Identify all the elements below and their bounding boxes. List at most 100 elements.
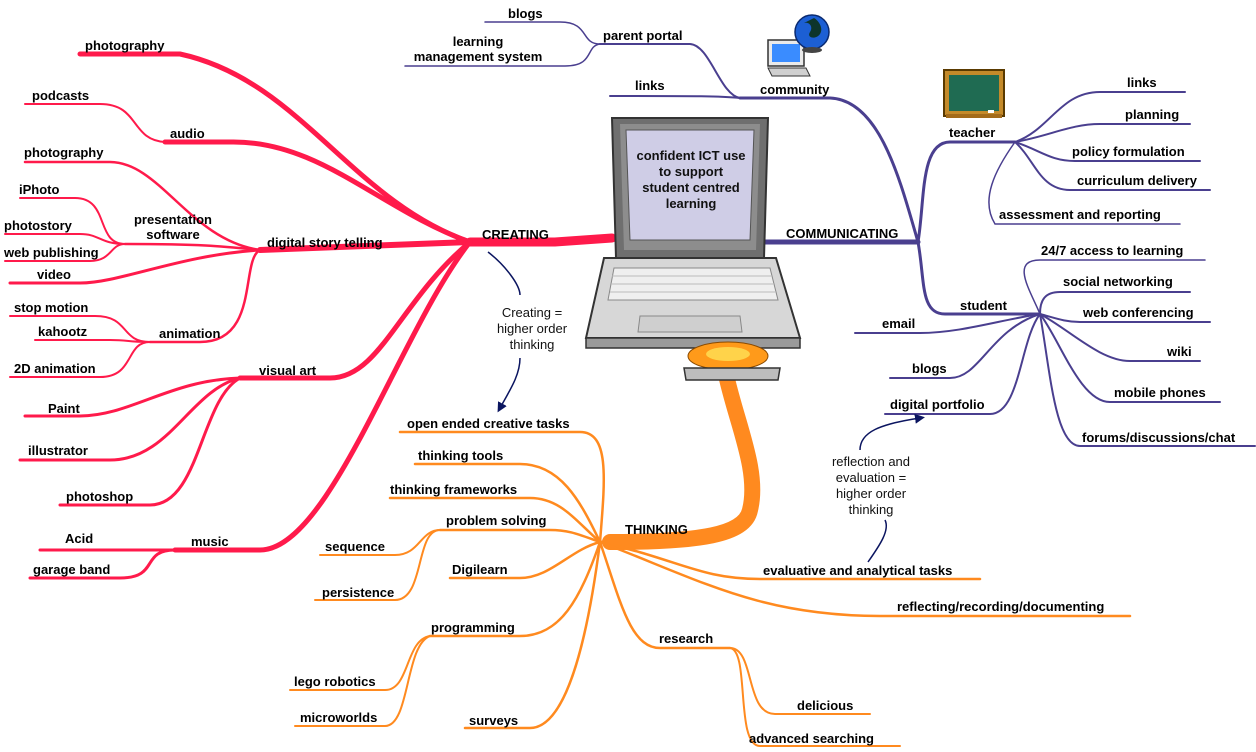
node-wiki: wiki — [1167, 344, 1192, 359]
edge-open-ended — [398, 430, 605, 544]
lms-line-1: learning — [452, 34, 504, 49]
edge-links — [1014, 91, 1186, 143]
node-open-ended: open ended creative tasks — [407, 416, 570, 431]
edge-kahootz — [34, 339, 151, 343]
edge-visual-art — [237, 239, 473, 381]
node-surveys: surveys — [469, 713, 519, 728]
edge-planning — [1014, 123, 1191, 143]
node-garage-band: garage band — [33, 562, 111, 577]
creating-label: CREATING — [482, 227, 549, 242]
edge-teacher — [916, 140, 1017, 244]
node-evaluative: evaluative and analytical tasks — [763, 563, 953, 578]
creating-note-arrow-top — [487, 251, 521, 296]
node-assessment-reporting: assessment and reporting — [999, 207, 1161, 222]
node-programming: programming — [431, 620, 515, 635]
lms-line-2: management system — [413, 49, 543, 64]
thinking-label: THINKING — [625, 522, 688, 537]
edge-problem-solving — [438, 528, 602, 544]
edge-curriculum — [1014, 141, 1211, 191]
edge-access — [1023, 259, 1206, 315]
node-blogs-top: blogs — [508, 6, 543, 21]
node-web-publishing: web publishing — [4, 245, 99, 260]
edge-photoshop — [58, 376, 242, 507]
thinking-main-connector — [602, 362, 761, 550]
edge-web-publishing — [4, 243, 126, 262]
node-thinking-tools: thinking tools — [418, 448, 504, 463]
laptop-icon — [584, 117, 802, 381]
reflection-note: reflection and evaluation = higher order… — [815, 454, 927, 518]
edge-music — [172, 239, 473, 553]
node-presentation-software: presentation software — [128, 212, 218, 242]
node-photography: photography — [85, 38, 165, 53]
edge-lms — [404, 43, 601, 67]
node-illustrator: illustrator — [28, 443, 88, 458]
reflection-note-line-1: reflection and — [831, 454, 911, 469]
node-photoshop: photoshop — [66, 489, 134, 504]
edge-lego — [289, 635, 431, 691]
edge-video — [8, 248, 262, 285]
node-parent-portal: parent portal — [603, 28, 683, 43]
node-delicious: delicious — [797, 698, 854, 713]
node-planning: planning — [1125, 107, 1180, 122]
reflection-note-line-4: thinking — [848, 502, 894, 517]
node-policy-formulation: policy formulation — [1072, 144, 1185, 159]
creating-note-line-2: higher order — [496, 321, 568, 336]
node-2d-animation: 2D animation — [14, 361, 96, 376]
edge-parent-portal — [599, 43, 741, 99]
center-line-3: student centred — [642, 180, 740, 195]
globe-computer-icon — [767, 14, 830, 77]
edge-presentation-software — [123, 242, 262, 252]
node-community: community — [760, 82, 830, 97]
edge-email — [854, 313, 1041, 334]
edge-audio — [162, 139, 473, 245]
node-microworlds: microworlds — [300, 710, 378, 725]
node-audio: audio — [170, 126, 205, 141]
edge-forums — [1039, 313, 1256, 447]
node-lms: learning management system — [406, 34, 550, 64]
edge-digilearn — [448, 540, 602, 580]
node-paint: Paint — [48, 401, 80, 416]
edge-blogs — [889, 313, 1041, 379]
node-persistence: persistence — [322, 585, 395, 600]
node-links: links — [1127, 75, 1157, 90]
edge-paint — [23, 376, 242, 418]
node-blogs: blogs — [912, 361, 947, 376]
node-podcasts: podcasts — [32, 88, 90, 103]
edge-delicious — [729, 647, 871, 715]
node-student: student — [960, 298, 1007, 313]
edge-evaluative — [598, 540, 982, 581]
edge-illustrator — [18, 376, 242, 462]
edge-digital-story-telling — [257, 239, 473, 253]
edge-policy — [1014, 141, 1201, 162]
edge-thinking-frameworks — [388, 496, 602, 544]
edge-thinking-tools — [413, 462, 602, 544]
chalkboard-icon — [943, 69, 1005, 118]
node-thinking-frameworks: thinking frameworks — [390, 482, 518, 497]
node-teacher: teacher — [949, 125, 996, 140]
edge-webconf — [1039, 313, 1211, 323]
reflection-note-arrow-top — [859, 413, 925, 451]
node-problem-solving: problem solving — [446, 513, 547, 528]
center-line-2: to support — [658, 164, 724, 179]
reflection-note-arrow — [867, 519, 887, 563]
edge-community — [738, 96, 920, 244]
edge-persistence — [314, 529, 441, 601]
node-music: music — [191, 534, 229, 549]
edge-links-top — [609, 95, 741, 99]
edge-iphoto — [19, 197, 126, 245]
presentation-line-1: presentation — [133, 212, 212, 227]
node-research: research — [659, 631, 714, 646]
edge-microworlds — [294, 635, 431, 727]
communicating-branch-lines — [404, 21, 1256, 447]
edge-mobile — [1039, 313, 1221, 403]
node-reflecting: reflecting/recording/documenting — [897, 599, 1105, 614]
creating-note-line-3: thinking — [509, 337, 555, 352]
node-photography-2: photography — [24, 145, 104, 160]
center-line-4: learning — [665, 196, 717, 211]
edge-assessment — [988, 141, 1181, 225]
edge-digital-portfolio — [884, 313, 1041, 415]
node-iphoto: iPhoto — [19, 182, 60, 197]
edge-garage-band — [28, 548, 177, 580]
reflection-note-line-2: evaluation = — [835, 470, 907, 485]
creating-note-arrow — [497, 357, 521, 413]
